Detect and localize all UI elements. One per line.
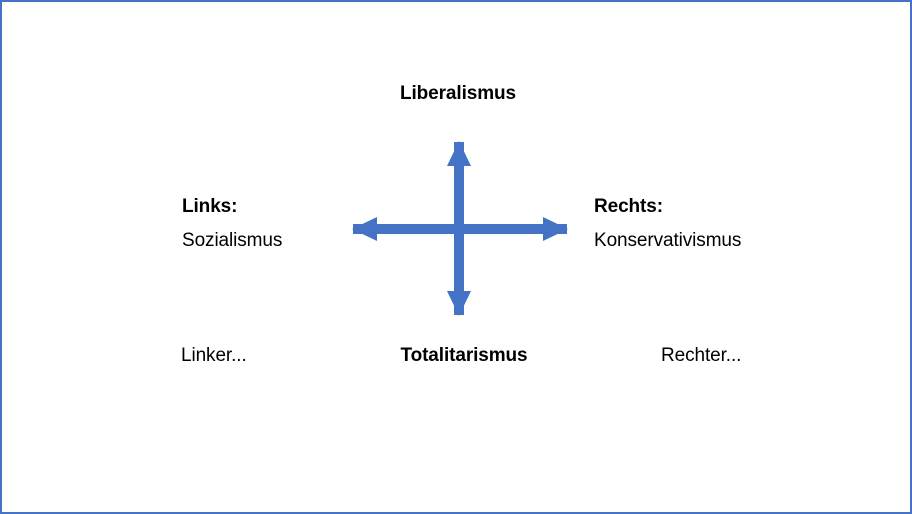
arrow-up-icon <box>447 141 471 166</box>
left-pole-heading: Links: <box>182 196 238 217</box>
arrow-down-icon <box>447 291 471 316</box>
arrow-right-icon <box>543 217 568 241</box>
arrow-left-icon <box>352 217 377 241</box>
axis-label-top: Liberalismus <box>399 83 516 104</box>
bottom-right-note: Rechter... <box>661 345 742 366</box>
left-pole-block: Links: Sozialismus <box>182 196 282 252</box>
right-pole-heading: Rechts: <box>594 196 663 217</box>
bottom-left-note: Linker... <box>181 345 247 366</box>
left-pole-detail: Sozialismus <box>182 229 283 251</box>
right-pole-block: Rechts: Konservativismus <box>594 196 741 252</box>
horizontal-axis-arrow <box>352 217 568 241</box>
right-pole-detail: Konservativismus <box>594 229 742 251</box>
axis-label-bottom: Totalitarismus <box>400 345 528 366</box>
vertical-axis-arrow <box>447 141 471 316</box>
